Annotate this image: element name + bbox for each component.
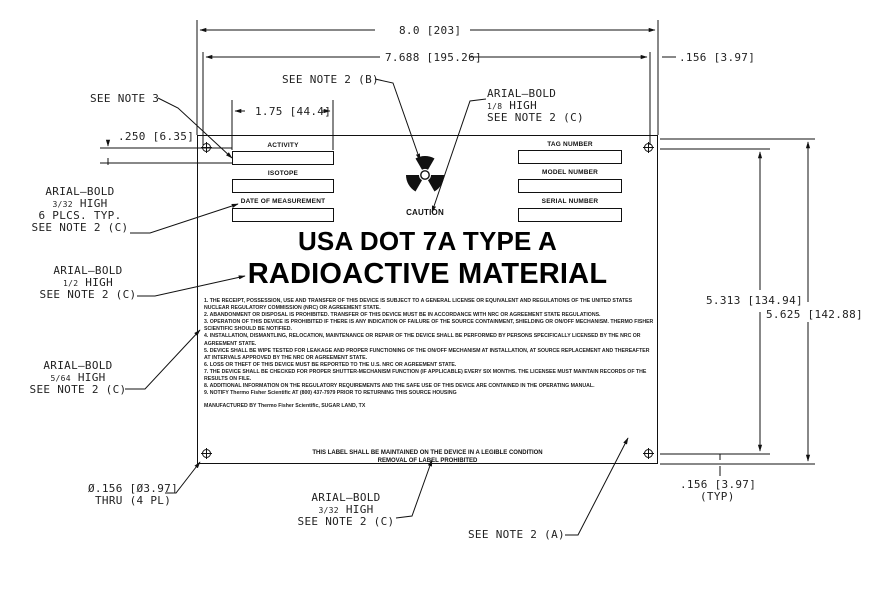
headline-note-label: SEE NOTE 2 (C) bbox=[39, 288, 137, 301]
symbol-height-label: HIGH bbox=[509, 99, 537, 112]
serial-number-field[interactable] bbox=[518, 208, 622, 222]
model-number-field-label: MODEL NUMBER bbox=[541, 169, 599, 176]
notes-note-label: SEE NOTE 2 (C) bbox=[29, 383, 127, 396]
mounting-hole-icon bbox=[643, 448, 654, 459]
note-item: 1. THE RECEIPT, POSSESSION, USE AND TRAN… bbox=[204, 298, 633, 312]
footer-line-1: THIS LABEL SHALL BE MAINTAINED ON THE DE… bbox=[312, 450, 543, 456]
symbol-font-label: ARIAL—BOLD bbox=[487, 87, 557, 100]
symbol-note-label: SEE NOTE 2 (C) bbox=[487, 111, 584, 124]
notes-height-label: HIGH bbox=[77, 371, 106, 384]
hole-edge-offset-top-dim: .156 [3.97] bbox=[679, 51, 756, 64]
footer-height-label: HIGH bbox=[345, 503, 374, 516]
radiation-trefoil-icon bbox=[406, 156, 444, 192]
label-plate: ACTIVITY ISOTOPE DATE OF MEASUREMENT TAG… bbox=[197, 135, 658, 464]
manufacturer-line: MANUFACTURED BY Thermo Fisher Scientific… bbox=[204, 403, 366, 410]
fields-height-frac: 3/32 bbox=[52, 200, 73, 209]
symbol-height-row: 1/8 HIGH bbox=[487, 100, 584, 112]
field-width-dim: 1.75 [44.4] bbox=[255, 105, 332, 118]
mounting-hole-icon bbox=[201, 142, 212, 153]
fields-plcs-label: 6 PLCS. TYP. bbox=[38, 209, 122, 222]
hole-edge-offset-bottom-typ: (TYP) bbox=[700, 490, 735, 503]
field-top-offset-dim: .250 [6.35] bbox=[118, 130, 195, 143]
note-item: 6. LOSS OR THEFT OF THIS DEVICE MUST BE … bbox=[204, 361, 457, 368]
isotope-field[interactable] bbox=[232, 179, 334, 193]
note-item: 2. ABANDONMENT OR DISPOSAL IS PROHIBITED… bbox=[204, 312, 601, 319]
overall-height-dim: 5.625 [142.88] bbox=[766, 308, 863, 321]
footer-font-label: ARIAL—BOLD bbox=[311, 491, 381, 504]
notes-height-frac: 5/64 bbox=[50, 374, 71, 383]
hole-span-height-dim: 5.313 [134.94] bbox=[706, 294, 803, 307]
note-item: 4. INSTALLATION, DISMANTLING, RELOCATION… bbox=[204, 333, 641, 347]
note-item: 8. ADDITIONAL INFORMATION ON THE REGULAT… bbox=[204, 383, 595, 390]
footer-font-callout: ARIAL—BOLD 3/32 HIGH SEE NOTE 2 (C) bbox=[296, 492, 396, 528]
headline-font-label: ARIAL—BOLD bbox=[53, 264, 123, 277]
fields-height-row: 3/32 HIGH bbox=[30, 198, 130, 210]
headline-line-1: USA DOT 7A TYPE A bbox=[297, 226, 558, 256]
note-item: 5. DEVICE SHALL BE WIPE TESTED FOR LEAKA… bbox=[204, 347, 650, 361]
headline-font-callout: ARIAL—BOLD 1/2 HIGH SEE NOTE 2 (C) bbox=[38, 265, 138, 301]
date-field[interactable] bbox=[232, 208, 334, 222]
footer-height-frac: 3/32 bbox=[318, 506, 339, 515]
caution-label: CAUTION bbox=[406, 208, 444, 217]
hole-span-width-dim: 7.688 [195.26] bbox=[385, 51, 482, 64]
notes-font-callout: ARIAL—BOLD 5/64 HIGH SEE NOTE 2 (C) bbox=[28, 360, 128, 396]
footer-note-label: SEE NOTE 2 (C) bbox=[297, 515, 395, 528]
overall-width-dim: 8.0 [203] bbox=[399, 24, 462, 37]
note-item: 7. THE DEVICE SHALL BE CHECKED FOR PROPE… bbox=[204, 368, 647, 383]
note-item: 3. OPERATION OF THIS DEVICE IS PROHIBITE… bbox=[204, 319, 654, 333]
activity-field-label: ACTIVITY bbox=[267, 142, 299, 149]
fields-font-label: ARIAL—BOLD bbox=[45, 185, 115, 198]
notes-height-row: 5/64 HIGH bbox=[28, 372, 128, 384]
mounting-hole-icon bbox=[643, 142, 654, 153]
hole-edge-offset-bottom-dim: .156 [3.97] bbox=[680, 478, 757, 491]
notes-font-label: ARIAL—BOLD bbox=[43, 359, 113, 372]
hole-thru-dim: THRU (4 PL) bbox=[95, 494, 172, 507]
tag-number-field-label: TAG NUMBER bbox=[547, 141, 593, 148]
model-number-field[interactable] bbox=[518, 179, 622, 193]
isotope-field-label: ISOTOPE bbox=[267, 170, 299, 177]
symbol-height-frac: 1/8 bbox=[487, 102, 503, 111]
fields-note-label: SEE NOTE 2 (C) bbox=[31, 221, 129, 234]
tag-number-field[interactable] bbox=[518, 150, 622, 164]
note-item: 9. NOTIFY Thermo Fisher Scientific AT (8… bbox=[204, 390, 457, 397]
symbol-font-callout: ARIAL—BOLD 1/8 HIGH SEE NOTE 2 (C) bbox=[487, 88, 584, 124]
note3-callout: SEE NOTE 3 bbox=[90, 92, 160, 105]
date-field-label: DATE OF MEASUREMENT bbox=[240, 198, 326, 205]
hole-diameter-dim: Ø.156 [Ø3.97] bbox=[88, 482, 178, 495]
footer-height-row: 3/32 HIGH bbox=[296, 504, 396, 516]
fields-font-callout: ARIAL—BOLD 3/32 HIGH 6 PLCS. TYP. SEE NO… bbox=[30, 186, 130, 234]
regulatory-notes: 1. THE RECEIPT, POSSESSION, USE AND TRAN… bbox=[204, 298, 656, 410]
mounting-hole-icon bbox=[201, 448, 212, 459]
activity-field[interactable] bbox=[232, 151, 334, 165]
headline-line-2: RADIOACTIVE MATERIAL bbox=[247, 258, 608, 290]
headline-height-frac: 1/2 bbox=[63, 279, 79, 288]
headline-height-label: HIGH bbox=[85, 276, 113, 289]
plate-note-callout: SEE NOTE 2 (A) bbox=[468, 528, 565, 541]
headline-height-row: 1/2 HIGH bbox=[38, 277, 138, 289]
serial-number-field-label: SERIAL NUMBER bbox=[541, 198, 599, 205]
footer-line-2: REMOVAL OF LABEL PROHIBITED bbox=[377, 458, 478, 464]
fields-height-label: HIGH bbox=[79, 197, 108, 210]
note2b-callout: SEE NOTE 2 (B) bbox=[282, 73, 379, 86]
